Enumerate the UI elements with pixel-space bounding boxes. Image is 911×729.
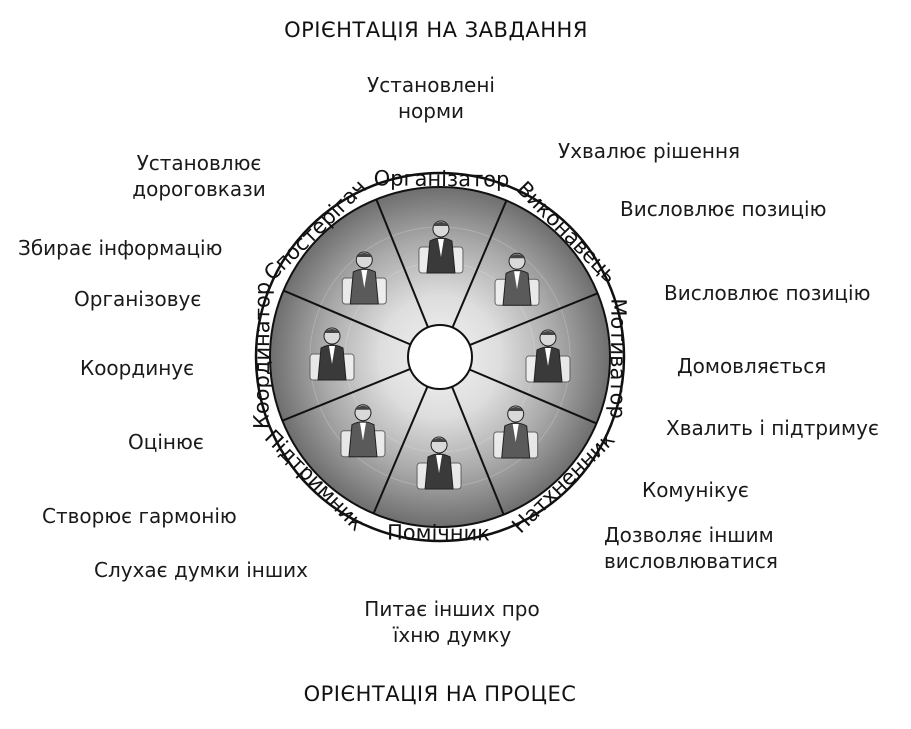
label-praises: Хвалить і підтримує bbox=[666, 416, 879, 440]
wheel-spoke bbox=[469, 292, 598, 346]
label-listens: Слухає думки інших bbox=[94, 558, 308, 582]
role-label: Координатор bbox=[249, 282, 274, 429]
label-decides: Ухвалює рішення bbox=[558, 139, 741, 163]
label-evaluates: Оцінює bbox=[128, 430, 204, 454]
label-gathers: Збирає інформацію bbox=[18, 236, 223, 260]
role-label: Мотиватор bbox=[605, 298, 630, 419]
label-states-position-2: Висловлює позицію bbox=[664, 281, 871, 305]
organizer-figure-icon bbox=[418, 220, 464, 274]
helper-figure-icon bbox=[416, 436, 462, 490]
wheel-hub bbox=[407, 324, 473, 390]
label-states-position-1: Висловлює позицію bbox=[620, 197, 827, 221]
role-label: Помічник bbox=[387, 521, 490, 546]
wheel-spoke bbox=[282, 368, 411, 422]
wheel-spoke bbox=[372, 386, 429, 514]
label-communicates: Комунікує bbox=[642, 478, 749, 502]
label-negotiates: Домовляється bbox=[677, 354, 827, 378]
wheel-spoke bbox=[451, 200, 508, 328]
label-organizes: Організовує bbox=[74, 287, 202, 311]
role-label: Організатор bbox=[374, 166, 510, 191]
label-harmony: Створює гармонію bbox=[42, 504, 237, 528]
supporter-figure-icon bbox=[340, 404, 386, 458]
wheel-spoke bbox=[283, 289, 411, 346]
label-coordinates: Координує bbox=[80, 356, 195, 380]
observer-figure-icon bbox=[341, 251, 387, 305]
axis-title-top: ОРІЄНТАЦІЯ НА ЗАВДАННЯ bbox=[284, 18, 588, 42]
axis-title-bottom: ОРІЄНТАЦІЯ НА ПРОЦЕС bbox=[303, 682, 577, 706]
wheel-spoke bbox=[375, 199, 429, 328]
wheel-figures bbox=[309, 220, 571, 490]
motivator-figure-icon bbox=[525, 329, 571, 383]
coordinator-figure-icon bbox=[309, 327, 355, 381]
wheel-spoke bbox=[451, 386, 505, 515]
wheel-spokes bbox=[282, 199, 598, 515]
executor-figure-icon bbox=[494, 252, 540, 306]
inspirer-figure-icon bbox=[493, 405, 539, 459]
wheel-spoke bbox=[469, 368, 597, 425]
